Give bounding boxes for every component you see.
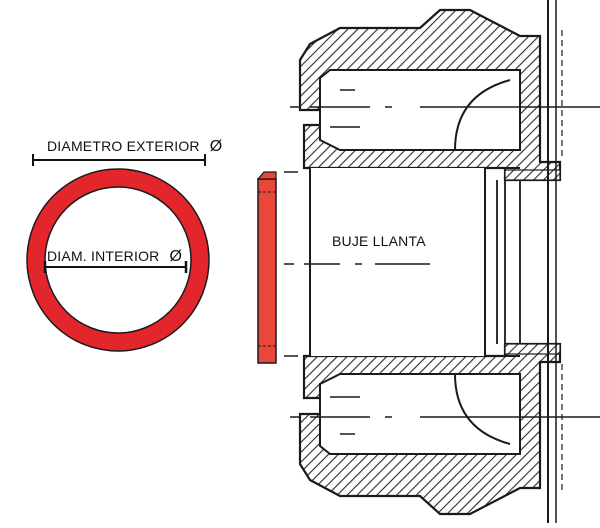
hub-label-text: BUJE LLANTA bbox=[332, 233, 426, 249]
hub-thread-upper bbox=[504, 169, 561, 181]
seal-ring-inner-hole bbox=[44, 186, 192, 334]
hub-central-bore bbox=[310, 168, 485, 356]
diameter-symbol-icon: Ø bbox=[169, 248, 183, 265]
seal-ring-front-view bbox=[26, 154, 210, 352]
hub-cross-section bbox=[298, 0, 563, 523]
hub-upper-bolt-bore bbox=[319, 69, 521, 151]
seal-side-body bbox=[257, 178, 277, 364]
center-lines bbox=[284, 106, 600, 418]
hub-label: BUJE LLANTA bbox=[332, 233, 426, 249]
outer-diameter-label: DIAMETRO EXTERIOR Ø bbox=[47, 138, 222, 156]
hub-thread-lower bbox=[504, 343, 561, 355]
diameter-symbol-icon: Ø bbox=[209, 138, 223, 155]
inner-diameter-label: DIAM. INTERIOR Ø bbox=[47, 248, 182, 266]
hub-lower-bolt-bore bbox=[319, 373, 521, 455]
outer-diameter-text: DIAMETRO EXTERIOR bbox=[47, 138, 200, 154]
seal-side-view bbox=[256, 171, 277, 364]
inner-diameter-text: DIAM. INTERIOR bbox=[47, 248, 160, 264]
seal-side-lip bbox=[256, 171, 277, 180]
